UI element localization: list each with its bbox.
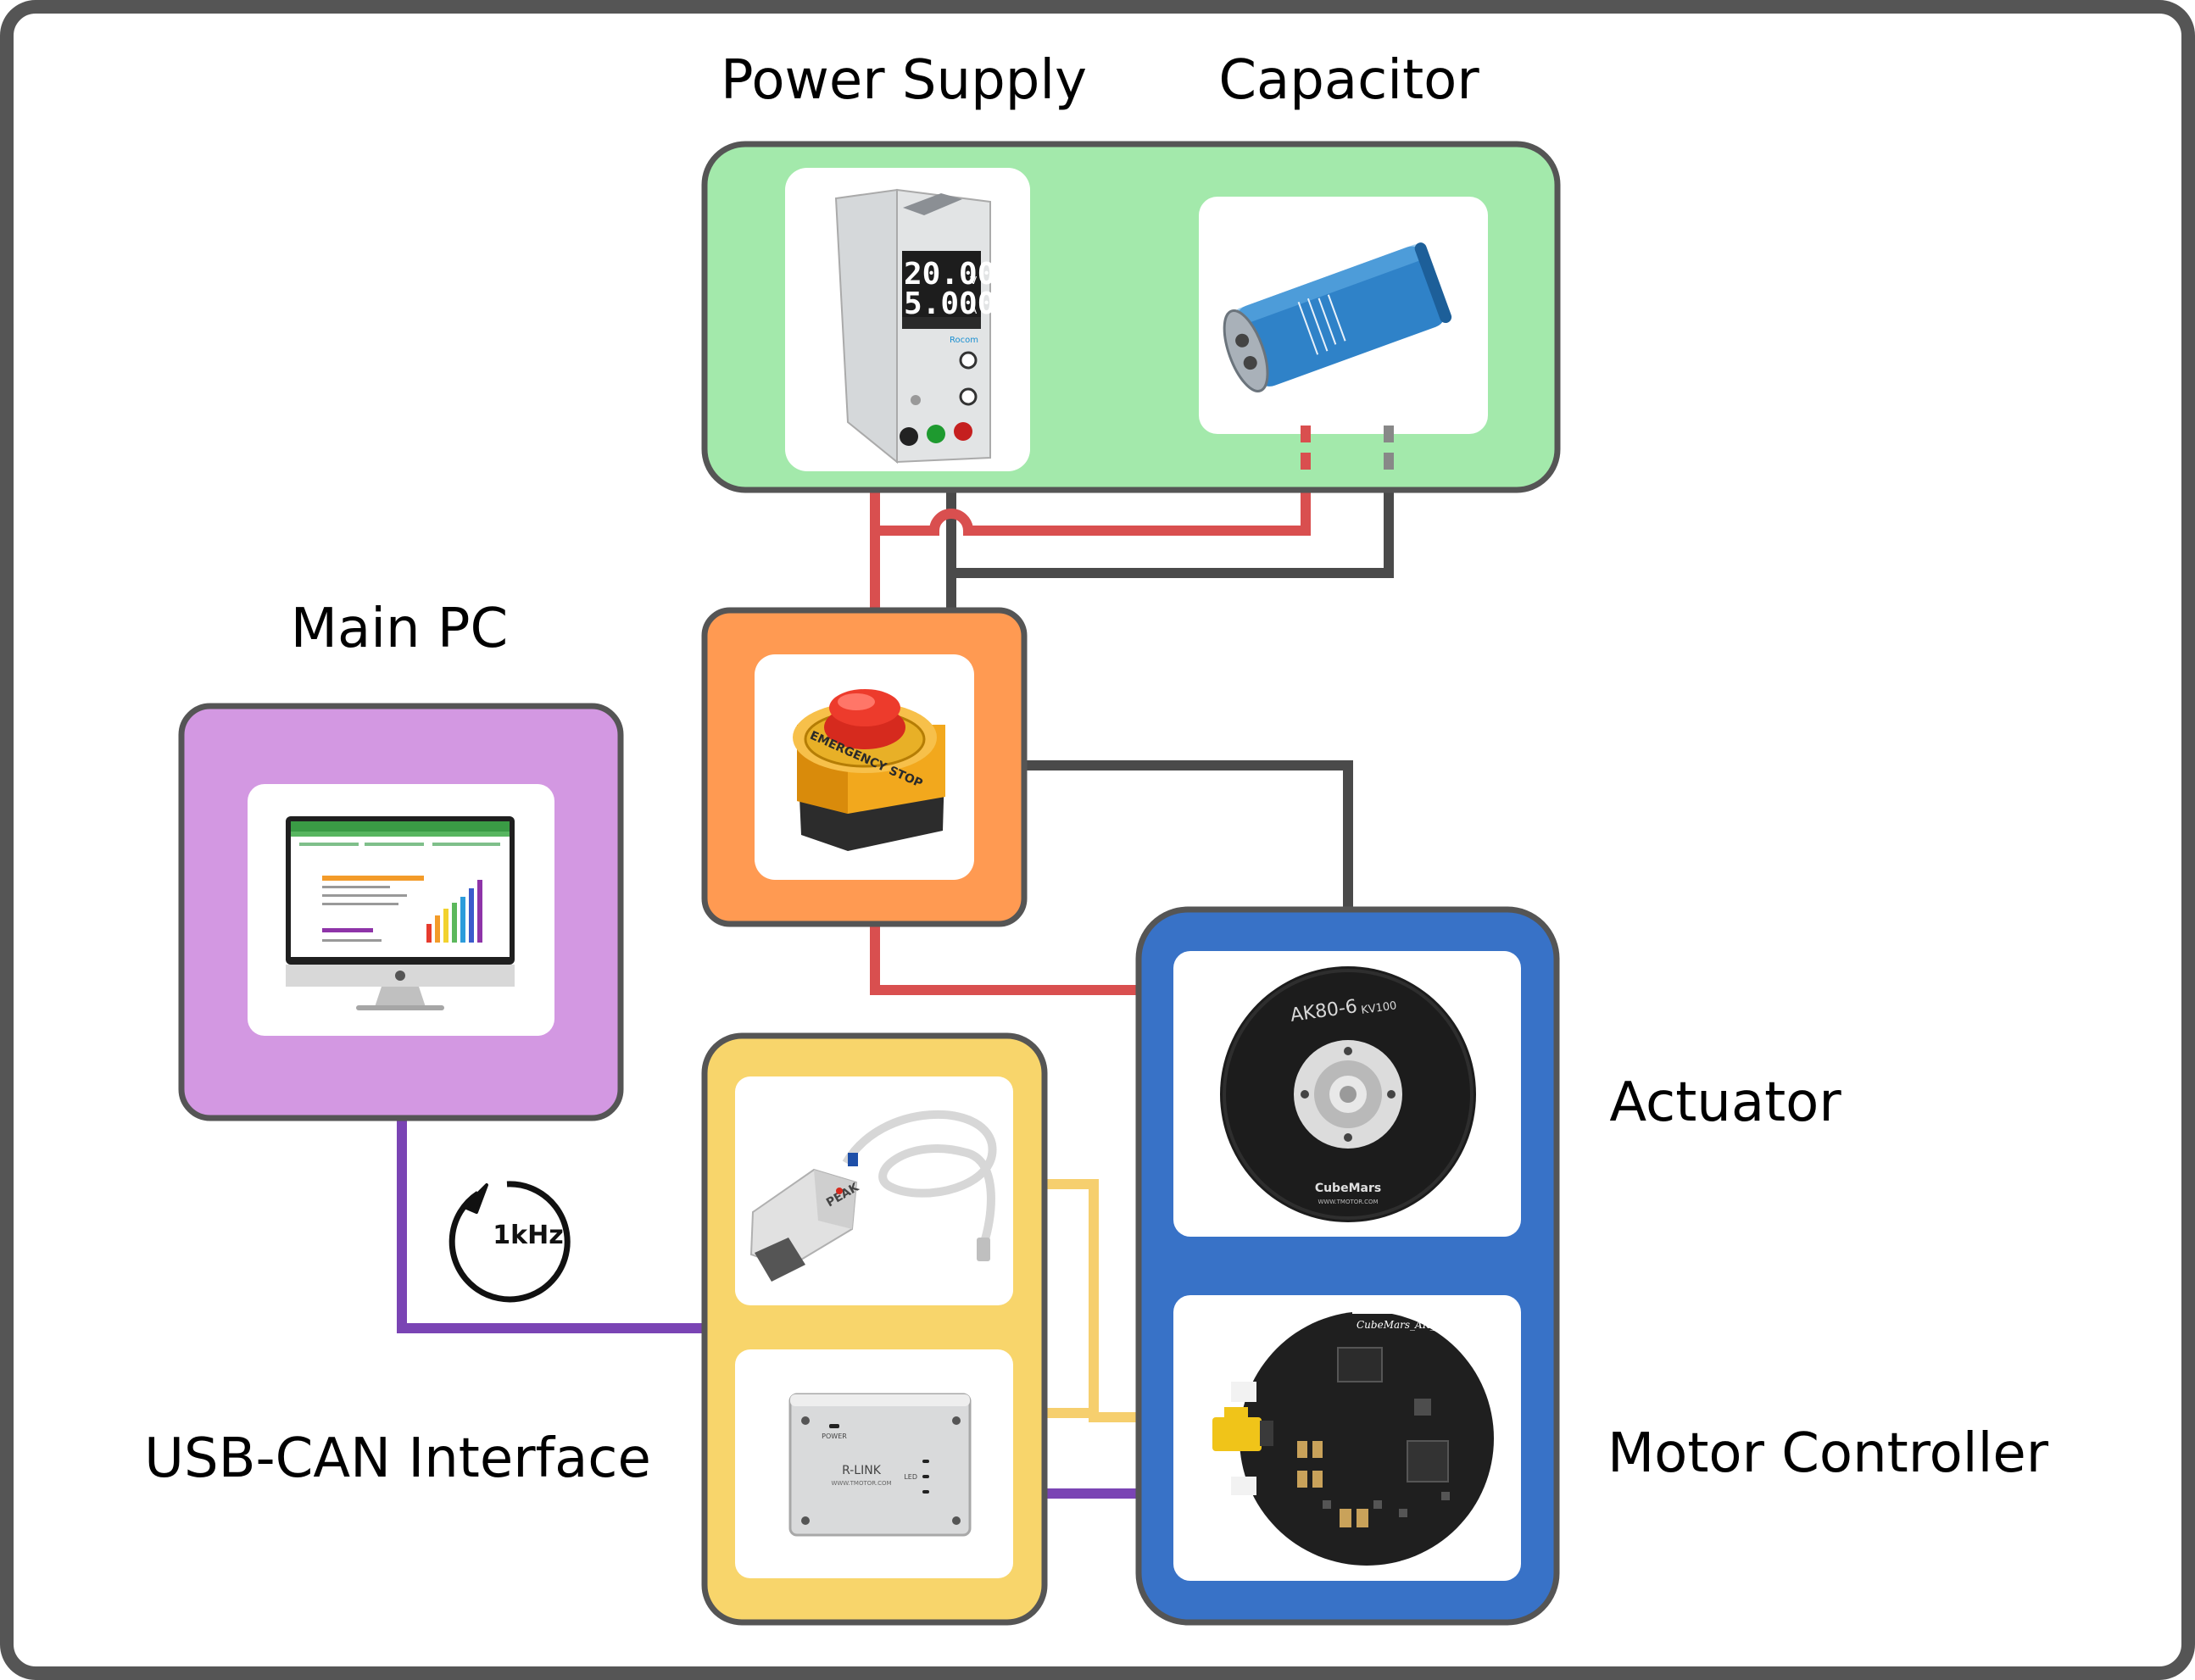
emergency-stop-icon: EMERGENCY STOP	[793, 689, 945, 851]
actuator-label: Actuator	[1609, 1071, 1841, 1134]
motor-icon: AK80-6 KV100 CubeMars WWW.TMOTOR.COM	[1220, 966, 1476, 1222]
main-pc-label: Main PC	[291, 598, 508, 660]
rotation-arrow-icon	[448, 1181, 571, 1303]
psu-current-unit: A	[970, 304, 978, 316]
board-name-label: CubeMars_AK_V1.1	[1357, 1319, 1458, 1331]
wire-estop-to-actuator-positive	[870, 926, 1140, 995]
wire-can-low	[1089, 1184, 1140, 1422]
motor-kv-label: KV100	[1360, 999, 1397, 1017]
capacitor-icon	[1223, 242, 1452, 392]
psu-voltage-readout: 20.00	[904, 257, 995, 292]
r-link-name-label: R-LINK	[842, 1464, 882, 1477]
r-link-url-label: WWW.TMOTOR.COM	[831, 1480, 891, 1487]
rotation-arrowhead	[463, 1183, 488, 1214]
r-link-led-label: LED	[904, 1473, 917, 1481]
capacitor-label: Capacitor	[1218, 49, 1479, 112]
psu-current-readout: 5.000	[904, 286, 995, 321]
wires	[397, 432, 1394, 1499]
wire-usb	[397, 1121, 704, 1333]
monitor-icon	[286, 816, 515, 1010]
power-supply-label: Power Supply	[721, 49, 1087, 112]
svg-text:Rocom: Rocom	[950, 336, 978, 345]
motor-brand-label: CubeMars	[1315, 1182, 1381, 1195]
motor-controller-board-icon: CubeMars_AK_V1.1	[1212, 1305, 1494, 1566]
r-link-icon: POWER R-LINK WWW.TMOTOR.COM LED	[788, 1393, 972, 1537]
frequency-label: 1kHz	[493, 1221, 563, 1250]
psu-voltage-unit: V	[970, 275, 978, 286]
motor-url-label: WWW.TMOTOR.COM	[1318, 1199, 1378, 1205]
usb-can-interface-label: USB-CAN Interface	[144, 1427, 651, 1490]
peak-usb-adapter-icon: PEAK	[749, 1110, 997, 1282]
motor-controller-label: Motor Controller	[1607, 1422, 2049, 1485]
wire-capacitor-positive	[875, 432, 1311, 536]
wire-estop-to-actuator-negative	[1024, 760, 1353, 911]
power-supply-icon: 20.00 V 5.000 A Rocom	[834, 188, 995, 465]
r-link-power-label: POWER	[822, 1432, 847, 1440]
frequency-indicator: 1kHz	[448, 1181, 571, 1303]
